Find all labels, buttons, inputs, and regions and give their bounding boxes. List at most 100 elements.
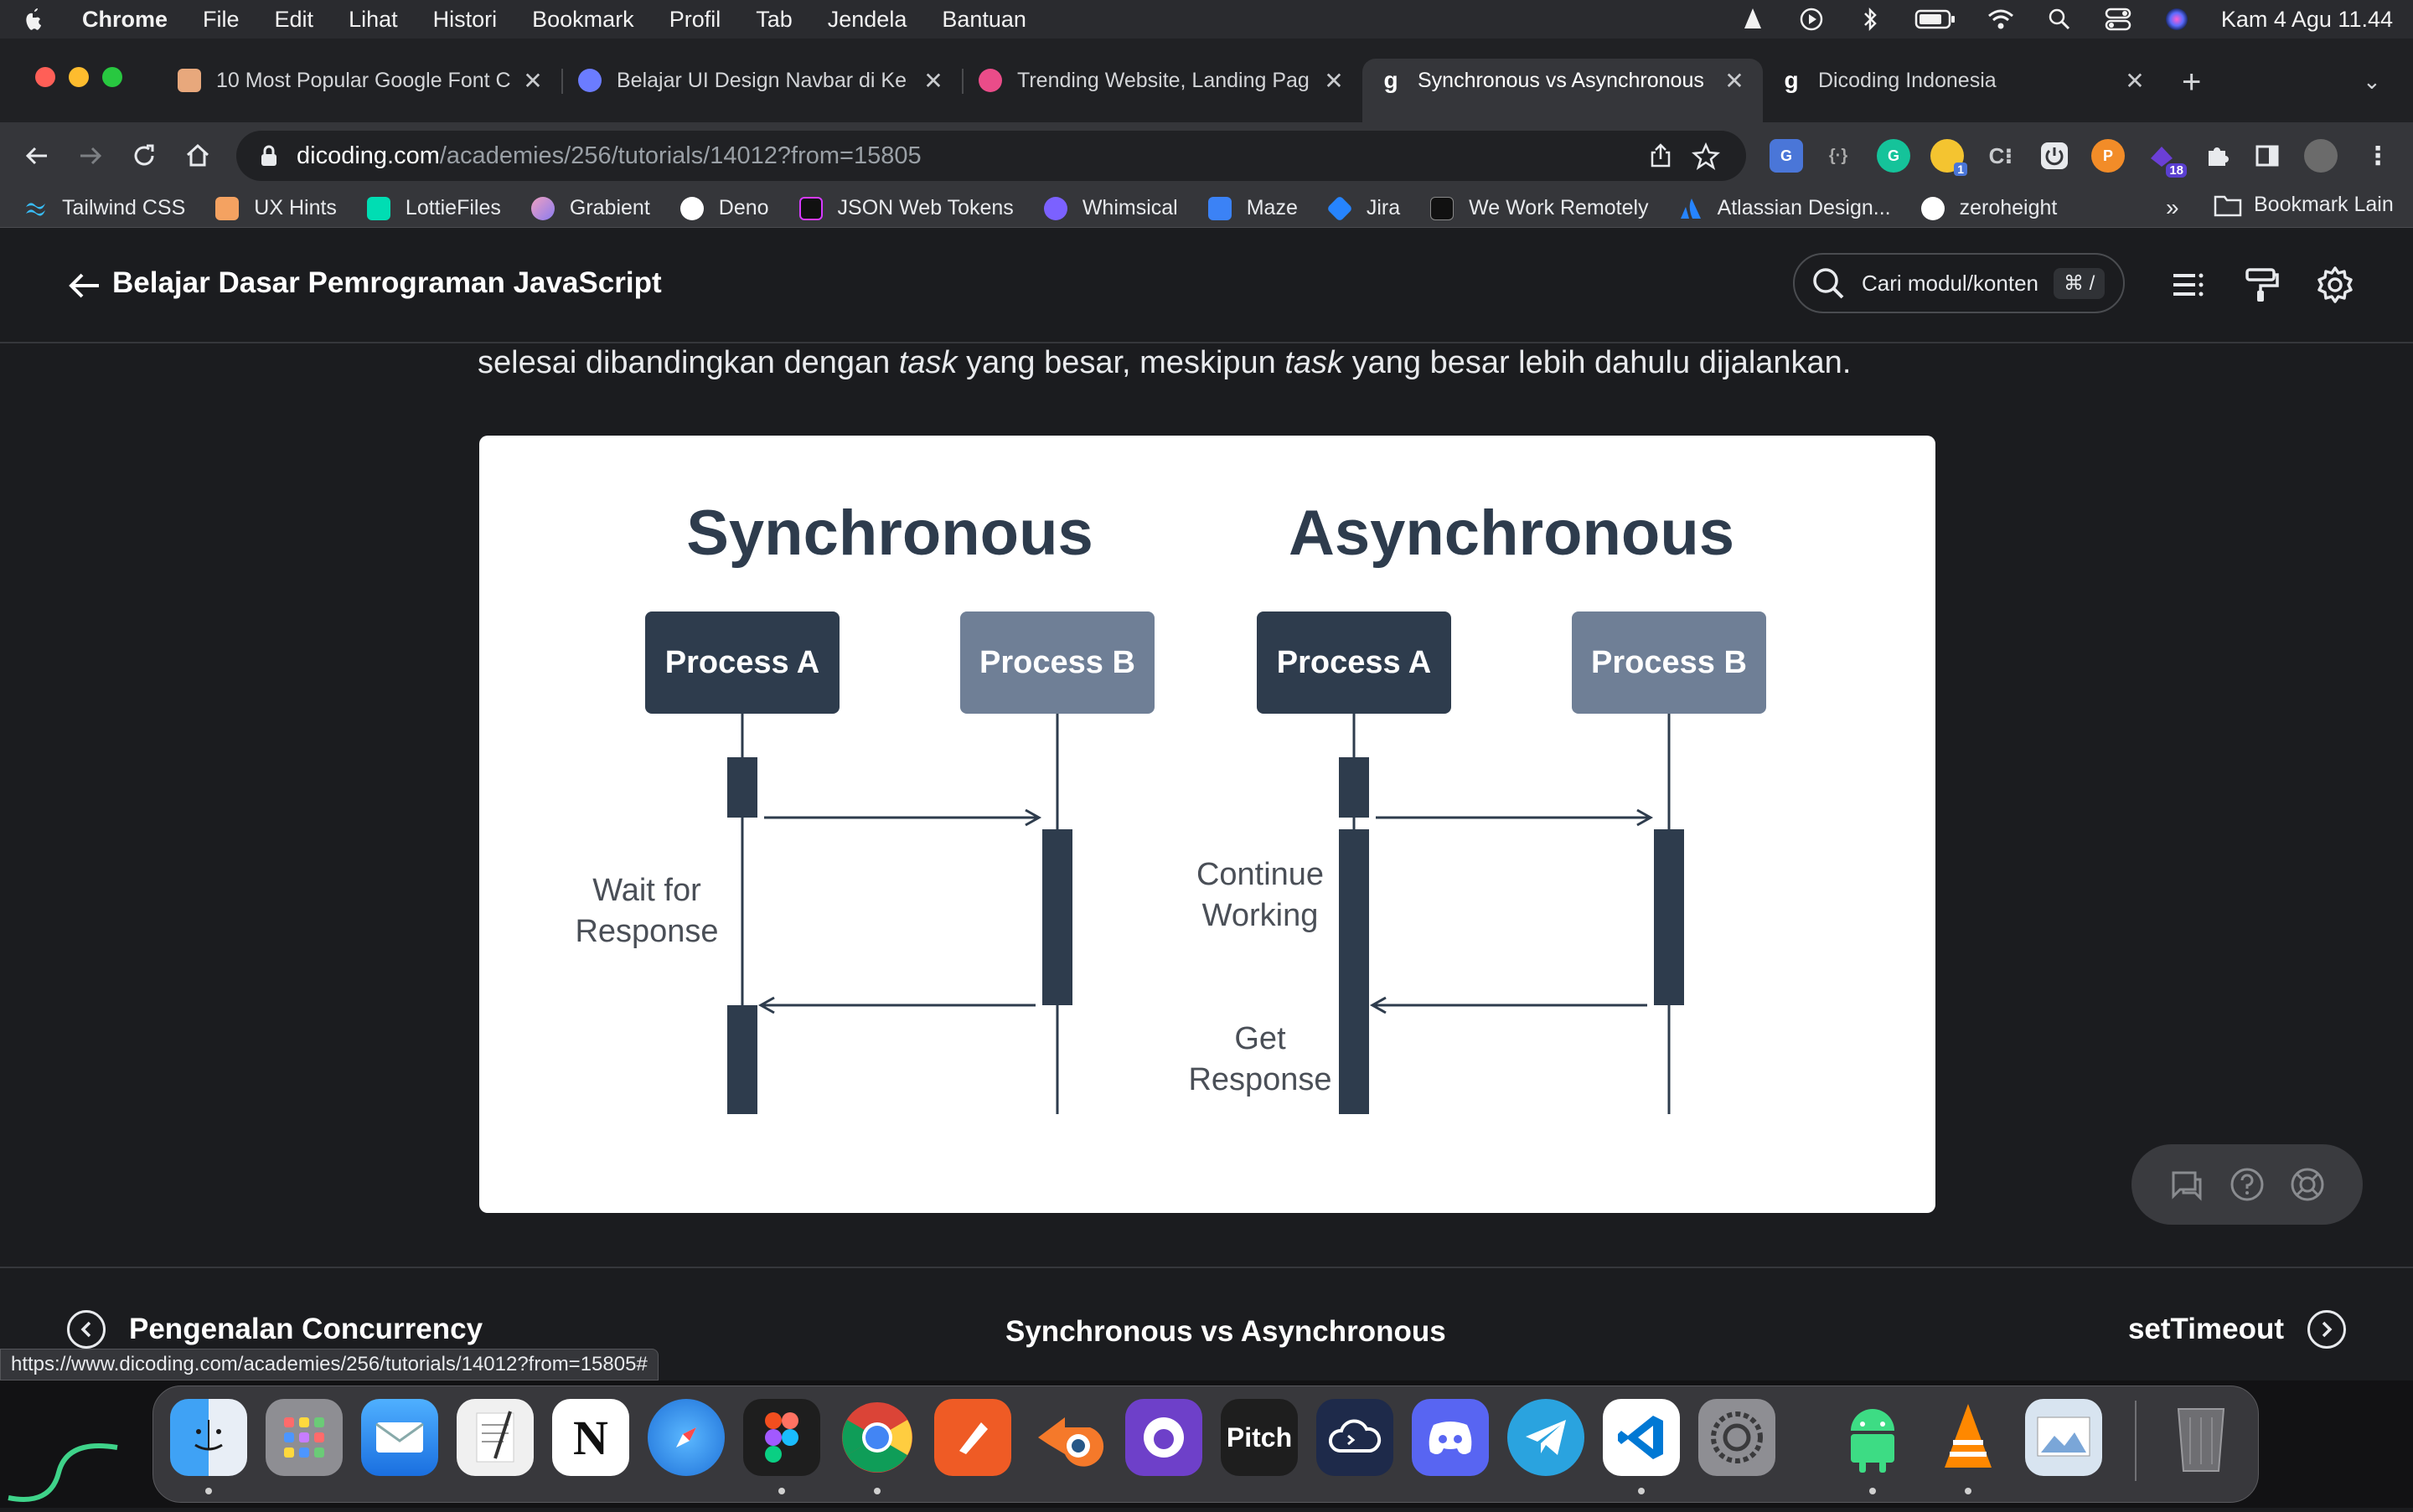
settings-gear-icon[interactable] [2316, 266, 2354, 304]
dock-preview-icon[interactable] [2025, 1399, 2102, 1476]
dock-postman-icon[interactable] [934, 1399, 1011, 1476]
close-tab-icon[interactable]: ✕ [523, 67, 543, 94]
close-tab-icon[interactable]: ✕ [923, 67, 943, 94]
bookmark-zeroheight[interactable]: zeroheight [1920, 196, 2057, 220]
dock-blender-icon[interactable] [1030, 1399, 1107, 1476]
dock-telegram-icon[interactable] [1507, 1399, 1584, 1476]
theme-paint-roller-icon[interactable] [2242, 266, 2281, 304]
extensions-puzzle-icon[interactable] [2200, 139, 2234, 173]
dock-system-settings-icon[interactable] [1698, 1399, 1775, 1476]
dock-chrome-icon[interactable] [839, 1399, 916, 1476]
other-bookmarks-folder[interactable]: Bookmark Lain [2214, 193, 2394, 217]
lock-icon[interactable] [260, 145, 278, 167]
menu-tab[interactable]: Tab [756, 6, 793, 32]
module-list-icon[interactable] [2168, 266, 2207, 304]
menu-bookmarks[interactable]: Bookmark [532, 6, 634, 32]
battery-status-icon[interactable] [1914, 7, 1956, 32]
module-search-input[interactable]: Cari modul/konten ⌘ / [1793, 253, 2125, 313]
dock-notion-icon[interactable]: N [552, 1399, 629, 1476]
orange-extension-icon[interactable]: P [2091, 139, 2125, 173]
control-center-icon[interactable] [2104, 7, 2132, 32]
chrome-menu-kebab-icon[interactable]: ⋮ [2365, 142, 2390, 170]
back-to-course-arrow-icon[interactable] [69, 271, 101, 300]
bookmark-we-work-remotely[interactable]: We Work Remotely [1430, 196, 1649, 220]
close-tab-icon[interactable]: ✕ [1724, 67, 1744, 94]
dock-pitch-icon[interactable]: Pitch [1221, 1399, 1298, 1476]
tab-synchronous-vs-asynchronous[interactable]: g Synchronous vs Asynchronous ✕ [1362, 59, 1763, 122]
json-viewer-extension-icon[interactable]: {·} [1828, 146, 1848, 165]
menu-edit[interactable]: Edit [274, 6, 314, 32]
menu-app-name[interactable]: Chrome [82, 6, 168, 32]
bookmark-deno[interactable]: Deno [679, 196, 769, 220]
dock-trash-icon[interactable] [2162, 1399, 2240, 1476]
dock-safari-icon[interactable] [648, 1399, 725, 1476]
more-bookmarks-chevron-icon[interactable]: » [2166, 194, 2179, 220]
close-window-button[interactable] [35, 67, 55, 87]
course-title[interactable]: Belajar Dasar Pemrograman JavaScript [112, 266, 662, 299]
bookmark-atlassian-design[interactable]: Atlassian Design... [1679, 196, 1891, 220]
tab-dribbble-trending[interactable]: Trending Website, Landing Pag ✕ [962, 59, 1362, 102]
bookmark-maze[interactable]: Maze [1207, 196, 1298, 220]
menu-profiles[interactable]: Profil [669, 6, 721, 32]
new-tab-plus-icon[interactable]: + [2182, 64, 2202, 101]
google-translate-extension-icon[interactable]: G [1770, 139, 1803, 173]
extension-with-badge-icon[interactable]: 1 [1930, 139, 1967, 176]
next-module-link[interactable]: setTimeout [2128, 1310, 2346, 1349]
reload-icon[interactable] [127, 139, 161, 173]
dock-cloud-shell-icon[interactable] [1316, 1399, 1393, 1476]
tab-ui-design-navbar[interactable]: Belajar UI Design Navbar di Ke ✕ [561, 59, 964, 102]
purple-extension-with-badge-icon[interactable]: 18 [2145, 139, 2187, 178]
zoom-window-button[interactable] [102, 67, 122, 87]
dock-launchpad-icon[interactable] [266, 1399, 343, 1476]
profile-avatar[interactable] [2304, 139, 2338, 173]
grammarly-extension-icon[interactable]: G [1877, 139, 1910, 173]
forward-arrow-icon[interactable] [74, 139, 107, 173]
back-arrow-icon[interactable] [20, 139, 54, 173]
discussion-icon[interactable] [2168, 1166, 2205, 1203]
wifi-status-icon[interactable] [1987, 7, 2015, 32]
next-chevron-icon[interactable] [2307, 1310, 2346, 1349]
previous-module-title[interactable]: Pengenalan Concurrency [129, 1313, 483, 1345]
dock-mail-icon[interactable] [361, 1399, 438, 1476]
bookmark-whimsical[interactable]: Whimsical [1043, 196, 1178, 220]
home-icon[interactable] [181, 139, 214, 173]
dock-figma-icon[interactable] [743, 1399, 820, 1476]
address-bar[interactable]: dicoding.com/academies/256/tutorials/140… [236, 131, 1746, 181]
dock-vlc-icon[interactable] [1930, 1399, 2007, 1476]
power-extension-icon[interactable] [2038, 139, 2071, 173]
dock-github-desktop-icon[interactable] [1125, 1399, 1202, 1476]
close-tab-icon[interactable]: ✕ [1324, 67, 1344, 94]
menu-file[interactable]: File [203, 6, 240, 32]
bookmark-tailwind-css[interactable]: Tailwind CSS [23, 196, 185, 220]
bookmark-grabient[interactable]: Grabient [530, 196, 650, 220]
menu-window[interactable]: Jendela [827, 6, 907, 32]
previous-chevron-icon[interactable] [67, 1310, 106, 1349]
apple-menu-icon[interactable] [20, 5, 45, 34]
dock-vscode-icon[interactable] [1603, 1399, 1680, 1476]
vlc-status-icon[interactable] [1739, 7, 1767, 32]
close-tab-icon[interactable]: ✕ [2125, 67, 2145, 94]
minimize-window-button[interactable] [69, 67, 89, 87]
bookmark-json-web-tokens[interactable]: JSON Web Tokens [798, 196, 1014, 220]
bluetooth-status-icon[interactable] [1856, 7, 1884, 32]
dock-discord-icon[interactable] [1412, 1399, 1489, 1476]
spotlight-search-icon[interactable] [2045, 7, 2074, 32]
tab-google-fonts[interactable]: 10 Most Popular Google Font C ✕ [161, 59, 563, 102]
support-lifebuoy-icon[interactable] [2289, 1166, 2326, 1203]
bookmark-jira[interactable]: Jira [1326, 194, 1400, 222]
side-panel-icon[interactable] [2250, 139, 2284, 173]
tab-search-chevron-icon[interactable]: ⌄ [2363, 69, 2381, 94]
bookmark-ux-hints[interactable]: UX Hints [215, 196, 337, 220]
bookmark-lottiefiles[interactable]: LottieFiles [366, 196, 501, 220]
dock-android-studio-icon[interactable] [1834, 1399, 1911, 1476]
menubar-clock[interactable]: Kam 4 Agu 11.44 [2220, 6, 2393, 32]
css-peeper-extension-icon[interactable]: C⁝ [1988, 142, 2013, 168]
play-status-icon[interactable] [1797, 7, 1826, 32]
dock-finder-icon[interactable] [170, 1399, 247, 1476]
menu-help[interactable]: Bantuan [942, 6, 1026, 32]
next-module-title[interactable]: setTimeout [2127, 1313, 2284, 1345]
dock-textedit-icon[interactable] [457, 1399, 534, 1476]
tab-dicoding-indonesia[interactable]: g Dicoding Indonesia ✕ [1763, 59, 2163, 102]
previous-module-link[interactable]: Pengenalan Concurrency [67, 1310, 483, 1349]
menu-view[interactable]: Lihat [349, 6, 398, 32]
